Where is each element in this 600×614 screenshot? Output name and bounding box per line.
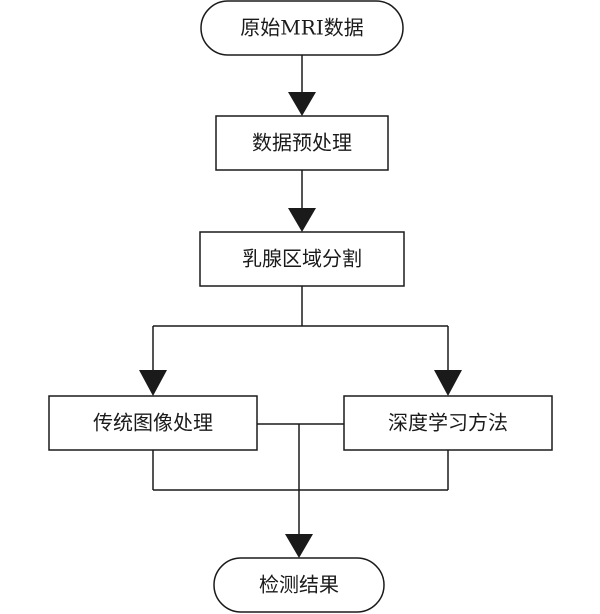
edge-segmentation-to-branches (139, 286, 462, 396)
arrow-head (288, 92, 316, 116)
segmentation-node-label: 乳腺区域分割 (242, 247, 362, 271)
segmentation-node: 乳腺区域分割 (199, 231, 405, 287)
result-node: 检测结果 (213, 557, 385, 613)
start-node-label: 原始MRI数据 (240, 16, 363, 40)
deep-learning-node: 深度学习方法 (343, 395, 553, 451)
start-node: 原始MRI数据 (200, 0, 404, 56)
traditional-node-label: 传统图像处理 (93, 411, 213, 435)
result-node-label: 检测结果 (259, 573, 339, 597)
edge-start-to-preprocess (288, 55, 316, 116)
deep-learning-node-label: 深度学习方法 (388, 411, 508, 435)
arrow-head (285, 534, 313, 558)
preprocess-node: 数据预处理 (215, 115, 389, 171)
preprocess-node-label: 数据预处理 (252, 131, 352, 155)
edge-preprocess-to-segmentation (288, 170, 316, 232)
arrow-head (434, 370, 462, 396)
edge-merge-to-result (285, 424, 313, 558)
edge-branches-merge (152, 423, 449, 491)
arrow-head (139, 370, 167, 396)
arrow-head (288, 208, 316, 232)
traditional-node: 传统图像处理 (48, 395, 258, 451)
